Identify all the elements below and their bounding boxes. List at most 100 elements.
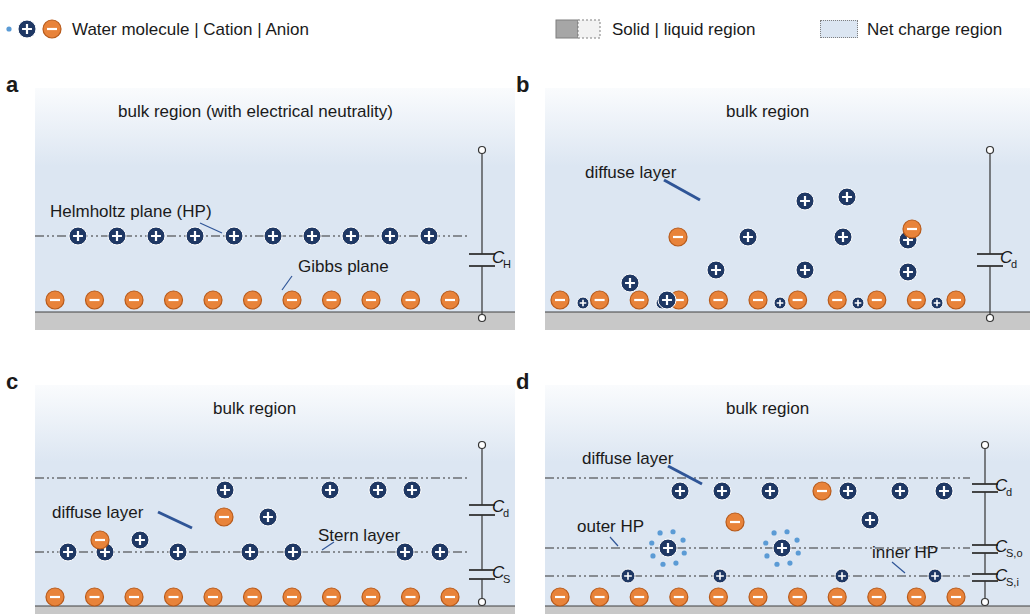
capacitance-symbol: C (492, 498, 504, 515)
capacitance-subscript: d (1011, 259, 1017, 270)
cation (891, 482, 909, 500)
capacitor-symbol (972, 442, 998, 606)
cation (928, 569, 942, 583)
cation (621, 569, 635, 583)
anion (726, 513, 744, 531)
anion (441, 588, 459, 606)
plane-line (545, 575, 970, 576)
anion (813, 482, 831, 500)
region-label: bulk region (726, 400, 809, 417)
water-molecule (673, 560, 678, 565)
layer-label: diffuse layer (585, 164, 676, 181)
anion (362, 291, 380, 309)
cation (369, 481, 387, 499)
leader-line (610, 537, 618, 546)
capacitance-symbol: C (995, 567, 1007, 584)
water-molecule (660, 562, 665, 567)
cation (835, 569, 849, 583)
cation (131, 531, 149, 549)
legend-text: Water molecule | Cation | Anion (72, 21, 309, 38)
region-label: bulk region (726, 103, 809, 120)
water-molecule (6, 26, 11, 31)
anion (749, 588, 767, 606)
anion (402, 291, 420, 309)
panel-letter: b (516, 74, 529, 96)
anion (46, 291, 64, 309)
anion (402, 588, 420, 606)
water-molecule (763, 540, 768, 545)
cation (861, 511, 879, 529)
leader-line (200, 223, 222, 233)
anion (125, 588, 143, 606)
cation (18, 20, 36, 38)
cation (796, 192, 814, 210)
anion (441, 291, 459, 309)
cation (303, 227, 321, 245)
cation (935, 482, 953, 500)
anion (86, 291, 104, 309)
plane-line (35, 477, 470, 478)
water-molecule (650, 553, 655, 558)
cation (225, 227, 243, 245)
capacitor-symbol (977, 147, 1003, 322)
cation (431, 543, 449, 561)
cation (796, 261, 814, 279)
capacitance-subscript: d (503, 508, 509, 519)
anion (903, 220, 921, 238)
water-molecule (680, 537, 685, 542)
anion (244, 588, 262, 606)
water-molecule (771, 530, 776, 535)
water-molecule (784, 529, 789, 534)
cation (707, 261, 725, 279)
solid-region (35, 312, 515, 330)
cation (671, 482, 689, 500)
legend-swatch (820, 20, 858, 38)
anion (204, 291, 222, 309)
anion (46, 588, 64, 606)
anion (215, 508, 233, 526)
liquid-swatch (578, 20, 600, 38)
anion (91, 531, 109, 549)
cation (774, 297, 786, 309)
cation (931, 297, 943, 309)
solid-region (545, 312, 1030, 330)
plane-label: Gibbs plane (298, 258, 389, 275)
anion (591, 291, 609, 309)
net-charge-region (545, 385, 1030, 606)
net-charge-region (35, 88, 515, 312)
capacitance-subscript: S (503, 574, 510, 585)
water-molecule (787, 560, 792, 565)
capacitance-symbol: C (492, 564, 504, 581)
anion (165, 291, 183, 309)
anion (789, 588, 807, 606)
anion (630, 588, 648, 606)
net-charge-region (545, 88, 1030, 312)
capacitor-symbol (469, 442, 495, 606)
anion (323, 291, 341, 309)
legend-text: Net charge region (867, 21, 1002, 38)
region-label: bulk region (with electrical neutrality) (118, 103, 393, 120)
legend-text: Solid | liquid region (612, 21, 755, 38)
cation (381, 227, 399, 245)
solid-surface (35, 311, 515, 312)
water-molecule (794, 537, 799, 542)
cation (216, 481, 234, 499)
cation (284, 543, 302, 561)
anion (283, 588, 301, 606)
capacitance-symbol: C (1000, 249, 1012, 266)
cation (241, 543, 259, 561)
anion (868, 588, 886, 606)
cation (658, 291, 676, 309)
leader-line (158, 512, 192, 528)
capacitance-subscript: S,i (1006, 577, 1019, 588)
cation (739, 228, 757, 246)
anion (907, 291, 925, 309)
water-molecule (657, 530, 662, 535)
cation (264, 227, 282, 245)
capacitance-subscript: H (503, 259, 511, 270)
water-molecule (774, 562, 779, 567)
cation (403, 481, 421, 499)
cation (852, 297, 864, 309)
cation (773, 539, 791, 557)
leader-line (892, 562, 905, 573)
